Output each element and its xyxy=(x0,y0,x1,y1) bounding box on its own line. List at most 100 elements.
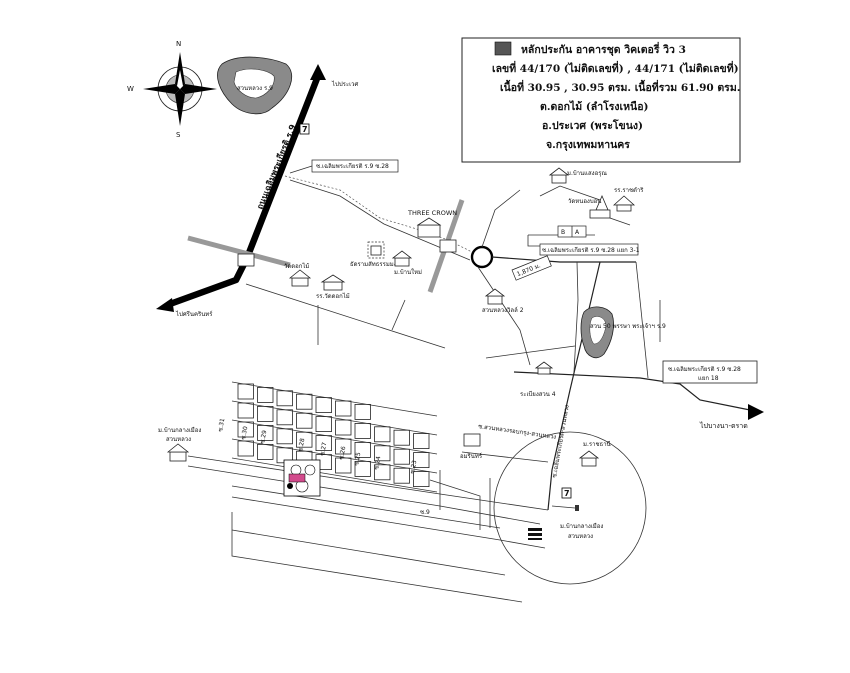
building-block xyxy=(315,435,332,452)
school-wat-icon: รร.วัดดอกไม้ xyxy=(316,274,350,300)
road-bottom-4 xyxy=(231,496,546,549)
compass-south-label: S xyxy=(176,131,181,139)
road-lower-left xyxy=(245,283,446,349)
road-to-bang-na xyxy=(513,371,751,411)
to-srinakarin-label: ไปศรีนครินทร์ xyxy=(175,310,213,318)
ban-ratchathani-label: ม.ราชธานี xyxy=(583,440,611,448)
ab-sign: B A xyxy=(557,225,587,238)
dhammasat-icon: ธัดรามสัทธรรมมงคล xyxy=(350,241,405,268)
svg-text:7: 7 xyxy=(302,125,308,134)
park-top-label: สวนหลวง ร.9 xyxy=(237,85,273,92)
ban-ratchathani-icon: ม.ราชธานี xyxy=(578,440,611,467)
soi-25-label: ซ.25 xyxy=(353,452,362,467)
road-circle-stub xyxy=(551,505,576,509)
dhammasat-label: ธัดรามสัทธรรมมงคล xyxy=(350,261,405,268)
svg-text:แยก 18: แยก 18 xyxy=(698,375,719,382)
grid-road-line xyxy=(231,419,438,455)
building-block xyxy=(237,440,254,457)
info-line-5: อ.ประเวศ (พระโขนง) xyxy=(542,119,643,132)
wat-dok-mai-label: วัดดอกไม้ xyxy=(284,262,309,270)
park-suan-luang-top: สวนหลวง ร.9 xyxy=(217,56,292,115)
road-chaloem-vert-label: ซ.เฉลิมพระเกียรติ-สวนหลวง xyxy=(550,404,571,478)
grid-road-line xyxy=(231,457,438,493)
ban-mai-label: ม.บ้านใหม่ xyxy=(394,268,422,276)
soi-28-sign-box: ซ.เฉลิมพระเกียรติ ร.9 ซ.28 แยก 18 xyxy=(662,360,758,384)
canal-strip-left xyxy=(187,235,291,268)
bridge-box xyxy=(439,239,457,253)
property-block-circle xyxy=(575,505,579,511)
soi-31-label: ซ.31 xyxy=(217,418,226,433)
building-block xyxy=(374,445,391,462)
road-east-of-roundabout xyxy=(491,256,636,263)
building-block xyxy=(354,403,371,420)
compass-west-label: W xyxy=(127,85,134,93)
building-block xyxy=(276,390,293,407)
building-block xyxy=(276,428,293,445)
svg-text:ซ.เฉลิมพระเกียรติ ร.9 ซ.28: ซ.เฉลิมพระเกียรติ ร.9 ซ.28 xyxy=(316,162,389,170)
info-line-4: ต.ดอกไม้ (ลำโรงเหนือ) xyxy=(540,100,648,113)
building-block xyxy=(354,441,371,458)
ban-klang-muang-left-label: ม.บ้านกลางเมือง xyxy=(158,426,201,434)
suan-4-label: ระเบียงสวน 4 xyxy=(520,390,556,398)
road-vertical-right-inner xyxy=(573,261,579,373)
wat-nong-bon-label: วัดหนองบอน xyxy=(568,198,601,205)
main-road-label: ถนนเฉลิมพระเกียรติ ร.9 xyxy=(255,123,299,211)
road-bottom-5 xyxy=(231,512,523,603)
park-small-label: สวน 50 พรรษา พระเจ้าฯ ร.9 xyxy=(590,323,666,330)
grid-road-line xyxy=(231,438,438,474)
compass-north-label: N xyxy=(176,40,181,48)
road-south-of-roundabout xyxy=(477,266,531,366)
radius-circle xyxy=(493,431,647,585)
road-chaloem-suan-label: ซ.สวนหลวงรอบกรุง-สวนหลวง xyxy=(478,423,557,441)
suan-4-icon: ระเบียงสวน 4 xyxy=(520,361,556,398)
road-short-mid xyxy=(485,345,576,359)
svg-text:ซ.เฉลิมพระเกียรติ ร.9 ซ.28: ซ.เฉลิมพระเกียรติ ร.9 ซ.28 xyxy=(668,365,741,373)
wat-dok-mai-icon: วัดดอกไม้ xyxy=(284,262,312,287)
school-wat-label: รร.วัดดอกไม้ xyxy=(316,292,350,300)
building-block xyxy=(315,416,332,433)
three-crown-label: THREE CROWN xyxy=(407,209,457,217)
suan-luang-ville-label: สวนหลวงวิลล์ 2 xyxy=(482,306,524,314)
to-prawet-label: ไปประเวศ xyxy=(331,80,359,88)
soi-9-label: ซ.9 xyxy=(420,509,430,516)
soi-30-label: ซ.30 xyxy=(240,426,249,441)
suan-luang-circle-label: สวนหลวง xyxy=(568,533,593,540)
building-block xyxy=(335,400,352,417)
ban-saeng-arun-label: ม.บ้านแสงอรุณ xyxy=(567,170,607,177)
soi-23-label: ซ.23 xyxy=(409,460,418,475)
ban-saeng-arun-icon: ม.บ้านแสงอรุณ xyxy=(548,167,607,184)
road-to-roundabout xyxy=(289,179,471,261)
svg-text:B: B xyxy=(561,229,565,236)
building-block xyxy=(335,419,352,436)
park-small: สวน 50 พรรษา พระเจ้าฯ ร.9 xyxy=(580,306,666,359)
roundabout xyxy=(470,245,494,269)
building-block xyxy=(413,471,430,488)
property-location-marker xyxy=(283,459,321,497)
grid-road-line xyxy=(231,400,438,436)
building-block xyxy=(257,386,274,403)
seven-eleven-icon: 7 xyxy=(299,123,310,135)
building-block xyxy=(354,422,371,439)
ban-klang-muang-circle-label: ม.บ้านกลางเมือง xyxy=(560,522,603,530)
to-bang-na-label: ไปบางนา-ตราด xyxy=(699,421,748,430)
road-grid-connector xyxy=(429,479,481,530)
soi-28-label: ซ.28 xyxy=(297,438,306,453)
building-block xyxy=(237,402,254,419)
ban-mai-village-icon: ม.บ้านใหม่ xyxy=(391,250,422,276)
three-crown-building: THREE CROWN xyxy=(407,209,457,238)
suan-luang-ville-icon: สวนหลวงวิลล์ 2 xyxy=(482,288,524,314)
building-block xyxy=(296,412,313,429)
building-block xyxy=(413,452,430,469)
building-block xyxy=(413,433,430,450)
amarin-icon: อมรินทร์ xyxy=(460,433,483,460)
building-block xyxy=(237,383,254,400)
wat-nong-bon-icon: วัดหนองบอน xyxy=(568,194,611,219)
svg-text:ซ.เฉลิมพระเกียรติ ร.9 ซ.28 แยก: ซ.เฉลิมพระเกียรติ ร.9 ซ.28 แยก 3-1 xyxy=(542,246,640,254)
info-line-6: จ.กรุงเทพมหานคร xyxy=(546,139,630,152)
school-right-icon: รร.ราชดำริ xyxy=(612,187,644,212)
building-block xyxy=(276,409,293,426)
road-bottom-3 xyxy=(231,485,501,529)
soi-28-sign-right: ซ.เฉลิมพระเกียรติ ร.9 ซ.28 แยก 3-1 xyxy=(539,243,640,256)
seven-eleven-bottom-icon: 7 xyxy=(561,487,572,499)
